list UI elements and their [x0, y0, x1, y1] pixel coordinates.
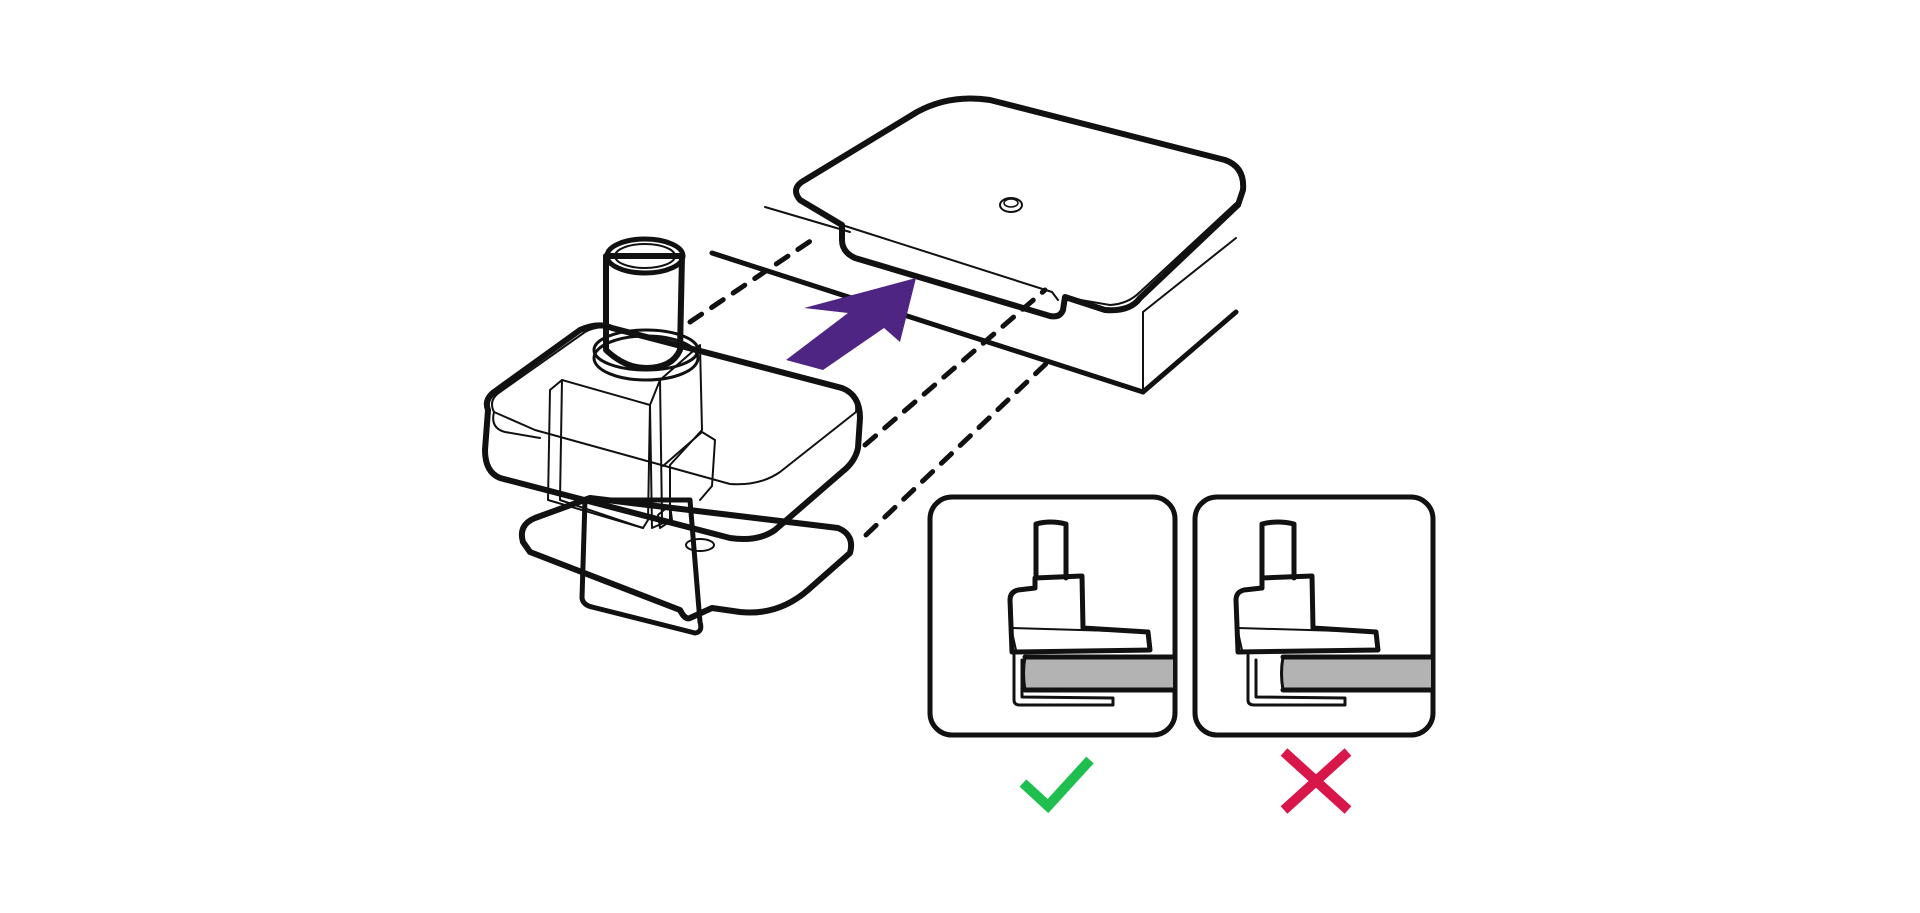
clamp-base-plate [518, 495, 855, 622]
alignment-guides [687, 237, 1053, 538]
panel-incorrect [1192, 494, 1436, 738]
desk-edge [709, 206, 1239, 395]
cross-icon [1280, 748, 1352, 814]
push-arrow-icon [786, 278, 916, 370]
panel-correct [927, 494, 1178, 738]
clamp-body [482, 236, 863, 636]
top-mounting-plate [793, 95, 1247, 320]
checkmark-icon [1019, 756, 1094, 814]
